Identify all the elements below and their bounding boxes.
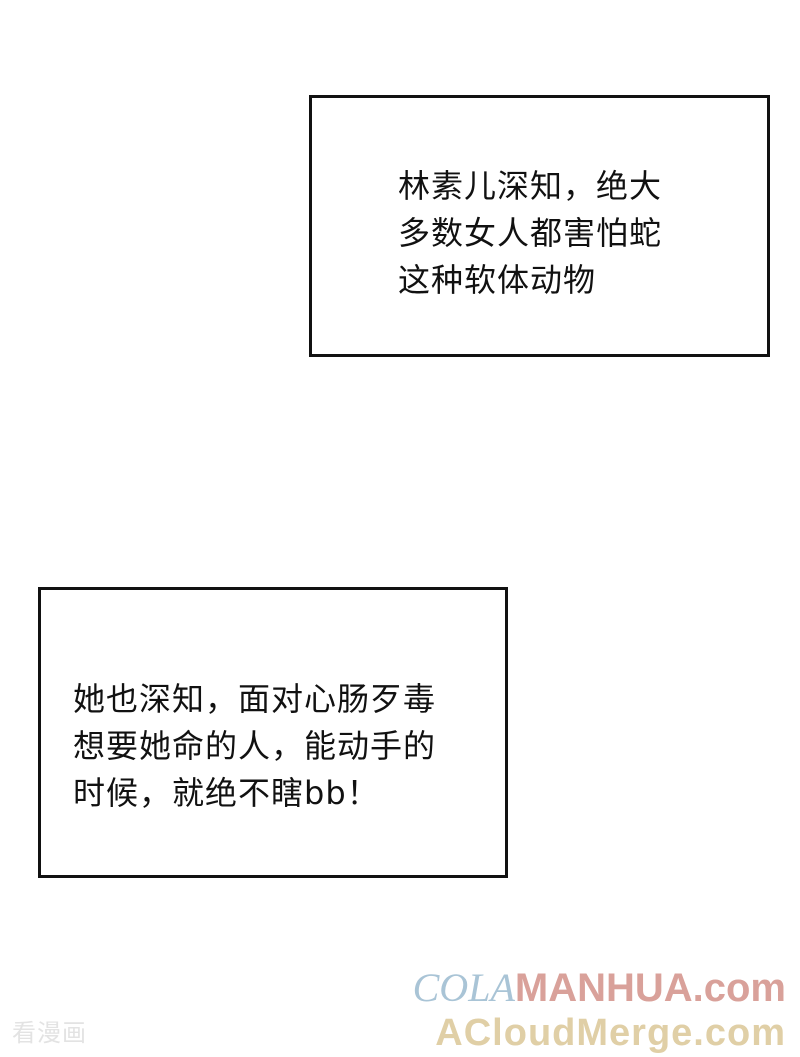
narration-line: 她也深知，面对心肠歹毒 xyxy=(73,680,437,718)
narration-line: 多数女人都害怕蛇 xyxy=(398,214,663,252)
narration-line: 时候，就绝不瞎bb！ xyxy=(73,774,380,812)
watermark-manhua: MANHUA.com xyxy=(514,966,786,1010)
narration-box-top: 林素儿深知，绝大 多数女人都害怕蛇 这种软体动物 xyxy=(309,95,770,357)
watermark-left: 看漫画 xyxy=(12,1019,87,1047)
narration-line: 林素儿深知，绝大 xyxy=(398,167,663,205)
narration-line: 想要她命的人，能动手的 xyxy=(73,727,437,765)
watermark-cola: COLA xyxy=(412,965,515,1010)
narration-text: 她也深知，面对心肠歹毒 想要她命的人，能动手的 时候，就绝不瞎bb！ xyxy=(73,676,436,817)
watermark-acloudmerge: ACloudMerge.com xyxy=(435,1012,786,1054)
narration-box-bottom: 她也深知，面对心肠歹毒 想要她命的人，能动手的 时候，就绝不瞎bb！ xyxy=(38,587,508,878)
watermark-right: COLAMANHUA.com ACloudMerge.com xyxy=(413,966,786,1056)
watermark-site-line: COLAMANHUA.com xyxy=(412,965,786,1011)
narration-line: 这种软体动物 xyxy=(398,261,597,299)
narration-text: 林素儿深知，绝大 多数女人都害怕蛇 这种软体动物 xyxy=(398,163,662,304)
